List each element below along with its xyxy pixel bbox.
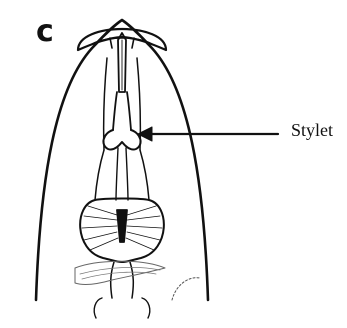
pharynx-lumen-right: [126, 148, 128, 200]
stylet-knobs: [103, 130, 140, 150]
procorpus-left: [95, 150, 104, 200]
median-bulb-valve: [117, 210, 127, 242]
nerve-ring-stripes: [80, 267, 160, 279]
excretory-arc: [172, 278, 200, 300]
gland-lobe-left: [94, 298, 102, 318]
stylet-shaft: [113, 92, 131, 130]
panel-letter: c: [36, 17, 54, 47]
stylet-label: Stylet: [291, 120, 333, 140]
gland-lobe-right: [142, 298, 150, 318]
procorpus-right: [140, 150, 149, 200]
pharynx-lumen-left: [116, 148, 118, 200]
